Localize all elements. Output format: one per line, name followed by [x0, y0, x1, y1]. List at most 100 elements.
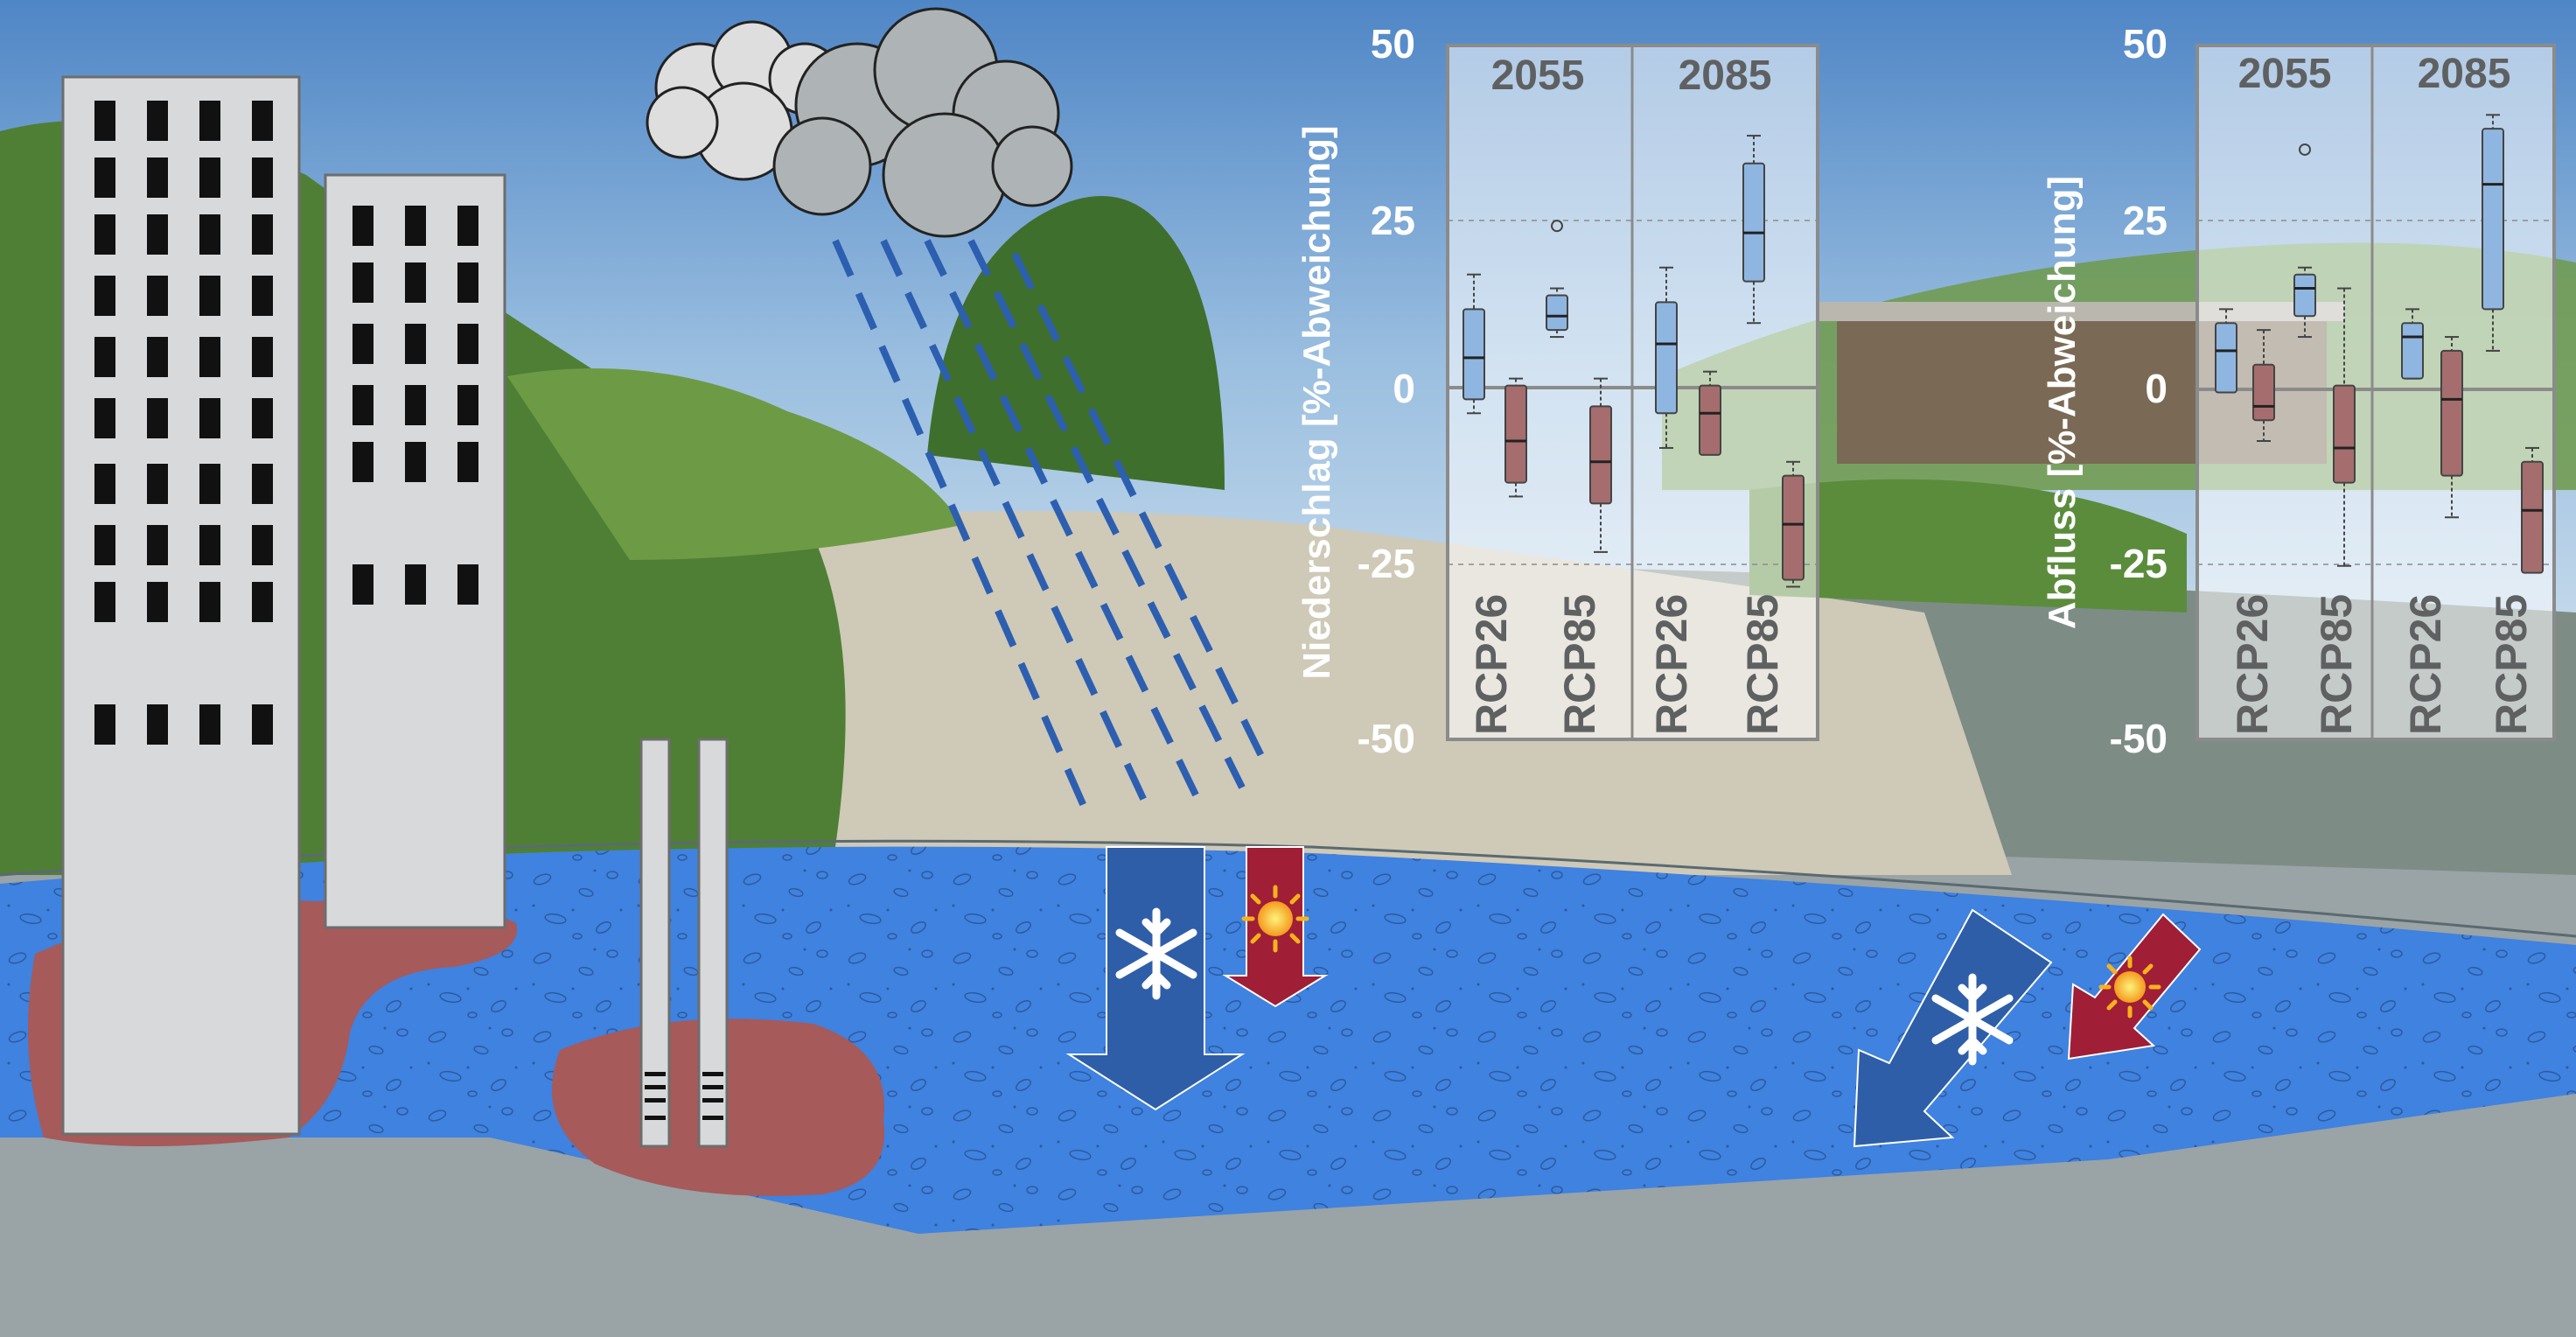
window — [252, 704, 273, 745]
window — [353, 262, 373, 303]
window — [147, 276, 168, 316]
window — [252, 582, 273, 622]
category-label: RCP85 — [2312, 594, 2361, 735]
y-tick: -50 — [2110, 716, 2168, 761]
window — [94, 582, 115, 622]
window — [147, 704, 168, 745]
window — [252, 276, 273, 316]
y-tick: -50 — [1358, 716, 1415, 761]
cold-arrow-diagonal — [1853, 908, 2053, 1148]
window — [457, 564, 478, 605]
precipitation-chart: 2055 2085 RCP26 RCP85 RCP26 RCP85 50 25 … — [1295, 21, 1819, 761]
category-label: RCP85 — [2487, 594, 2536, 735]
window — [405, 442, 426, 482]
well-right — [697, 738, 729, 1148]
window — [252, 398, 273, 438]
window — [94, 276, 115, 316]
window — [199, 214, 220, 255]
window — [94, 101, 115, 141]
window — [252, 158, 273, 198]
window — [199, 582, 220, 622]
window — [94, 158, 115, 198]
y-tick: 0 — [1393, 366, 1415, 411]
window — [94, 214, 115, 255]
category-label: RCP85 — [1738, 594, 1787, 735]
box-plot-series — [1463, 135, 1805, 588]
sun-icon — [2098, 956, 2161, 1018]
box — [2333, 384, 2356, 484]
outlier-point — [2299, 143, 2311, 156]
category-label: RCP26 — [2228, 594, 2277, 735]
window — [353, 324, 373, 364]
window — [405, 206, 426, 246]
window — [199, 704, 220, 745]
window — [457, 262, 478, 303]
window — [199, 276, 220, 316]
y-tick: -25 — [1358, 541, 1415, 586]
window — [252, 464, 273, 504]
window — [199, 158, 220, 198]
snowflake-icon — [1115, 907, 1197, 1000]
window — [353, 206, 373, 246]
y-tick: 50 — [2123, 21, 2168, 66]
rain — [832, 239, 1267, 820]
category-label: RCP26 — [2401, 594, 2450, 735]
window — [94, 525, 115, 565]
window — [353, 564, 373, 605]
window — [457, 385, 478, 425]
warm-arrow-diagonal — [2067, 913, 2202, 1060]
category-label: RCP26 — [1467, 594, 1516, 735]
y-axis-label: Niederschlag [%-Abweichung] — [1295, 125, 1338, 679]
category-label: RCP26 — [1647, 594, 1696, 735]
window — [252, 525, 273, 565]
cloud-icon — [646, 7, 1073, 238]
box — [2521, 460, 2544, 574]
window — [147, 464, 168, 504]
sun-icon — [1241, 885, 1309, 953]
category-label: RCP85 — [1555, 594, 1604, 735]
window — [405, 262, 426, 303]
window — [94, 337, 115, 377]
cold-arrow-vertical — [1065, 846, 1246, 1111]
window — [199, 464, 220, 504]
building-short — [324, 173, 506, 929]
box — [1655, 301, 1678, 415]
box — [1546, 294, 1568, 332]
window — [199, 337, 220, 377]
box — [1463, 308, 1485, 401]
window — [94, 398, 115, 438]
group-label: 2085 — [1679, 52, 1772, 99]
window — [94, 464, 115, 504]
window — [147, 398, 168, 438]
warm-arrow-vertical — [1222, 846, 1329, 1008]
box — [2401, 322, 2424, 380]
window — [147, 101, 168, 141]
window — [147, 525, 168, 565]
box — [1699, 384, 1721, 456]
discharge-chart: 2055 2085 RCP26 RCP85 RCP26 RCP85 50 25 … — [2041, 21, 2556, 761]
y-tick: 50 — [1371, 21, 1415, 66]
y-axis-label: Abfluss [%-Abweichung] — [2041, 176, 2084, 629]
box — [2293, 273, 2316, 318]
group-label: 2055 — [2238, 51, 2332, 97]
y-tick: 25 — [2123, 198, 2168, 243]
y-tick: 25 — [1371, 198, 1415, 243]
outlier-point — [1551, 220, 1563, 233]
window — [147, 158, 168, 198]
window — [457, 206, 478, 246]
window — [147, 214, 168, 255]
box — [1742, 162, 1765, 283]
window — [405, 385, 426, 425]
well-left — [639, 738, 671, 1148]
window — [199, 525, 220, 565]
vegetation-right — [1749, 479, 2187, 612]
box — [1504, 384, 1527, 484]
window — [199, 101, 220, 141]
window — [252, 214, 273, 255]
group-label: 2085 — [2418, 51, 2511, 97]
window — [457, 442, 478, 482]
vegetation-mid — [507, 368, 962, 560]
building-tall — [61, 75, 301, 1136]
window — [252, 101, 273, 141]
box — [2440, 349, 2463, 477]
